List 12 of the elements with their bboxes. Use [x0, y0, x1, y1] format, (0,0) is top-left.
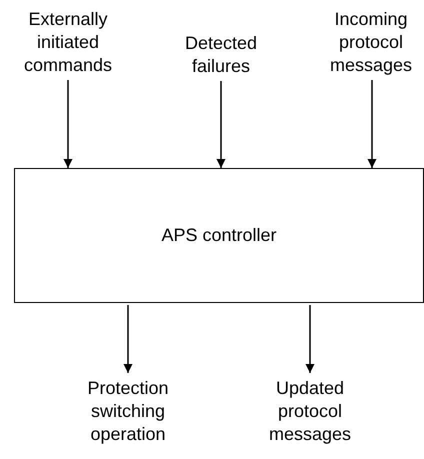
arrow [124, 305, 132, 373]
controller-box [14, 168, 424, 303]
flow-label: Externally initiated commands [22, 8, 114, 76]
box-label: APS controller [161, 224, 277, 247]
arrow [368, 80, 376, 168]
flow-label: Detected failures [184, 32, 258, 78]
flow-label: Incoming protocol messages [328, 8, 414, 76]
flow-label: Protection switching operation [86, 376, 170, 446]
flow-label: Updated protocol messages [268, 376, 352, 446]
arrow [216, 81, 226, 168]
arrow [306, 305, 314, 373]
arrow [64, 80, 72, 168]
